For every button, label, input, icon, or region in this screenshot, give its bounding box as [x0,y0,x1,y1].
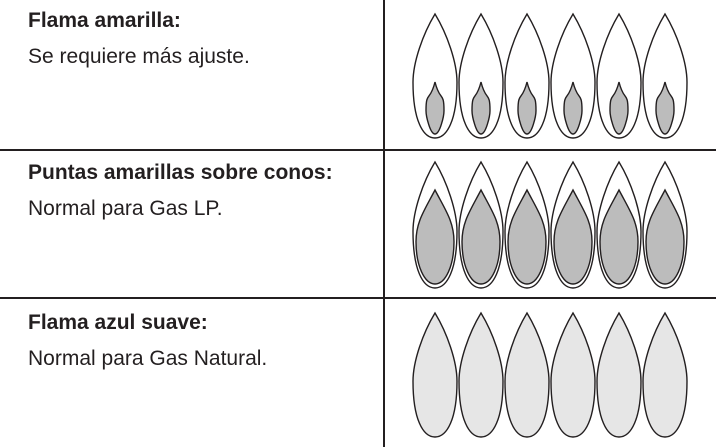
flame-inner-cone [425,81,445,135]
column-divider [383,0,385,447]
row-title: Flama azul suave: [28,311,208,334]
row-yellow-flame-text: Flama amarilla: Se requiere más ajuste. [28,8,373,70]
flame-soft-blue [642,311,688,438]
flame-soft-blue [550,311,596,438]
flame-outer [412,12,458,139]
row-description: Normal para Gas Natural. [28,347,268,370]
row-yellow-tips-text: Puntas amarillas sobre conos: Normal par… [28,160,373,222]
flame-outer [458,12,504,139]
row-divider [0,149,716,151]
flame-soft-blue [504,311,550,438]
soft-blue-flame-illustration [412,311,688,438]
flame-outer [550,12,596,139]
yellow-tips-flame-illustration [412,160,688,289]
row-soft-blue-text: Flama azul suave: Normal para Gas Natura… [28,310,373,372]
flame-inner-cone [609,81,629,135]
flame-outer [642,12,688,139]
flame-soft-blue [458,311,504,438]
flame-outer [504,12,550,139]
flame-inner-cone [461,188,501,285]
flame-inner-cone [553,188,593,285]
row-description: Se requiere más ajuste. [28,45,250,68]
flame-inner-cone [655,81,675,135]
flame-inner-cone [645,188,685,285]
flame-outer [596,12,642,139]
flame-soft-blue [412,311,458,438]
flame-inner-cone [599,188,639,285]
row-title: Flama amarilla: [28,9,181,32]
flame-inner-cone [517,81,537,135]
row-divider [0,297,716,299]
flame-inner-cone [471,81,491,135]
flame-soft-blue [596,311,642,438]
flame-inner-cone [415,188,455,285]
flame-inner-cone [563,81,583,135]
row-title: Puntas amarillas sobre conos: [28,161,333,184]
flame-inner-cone [507,188,547,285]
row-description: Normal para Gas LP. [28,197,223,220]
yellow-flame-illustration [412,12,688,139]
